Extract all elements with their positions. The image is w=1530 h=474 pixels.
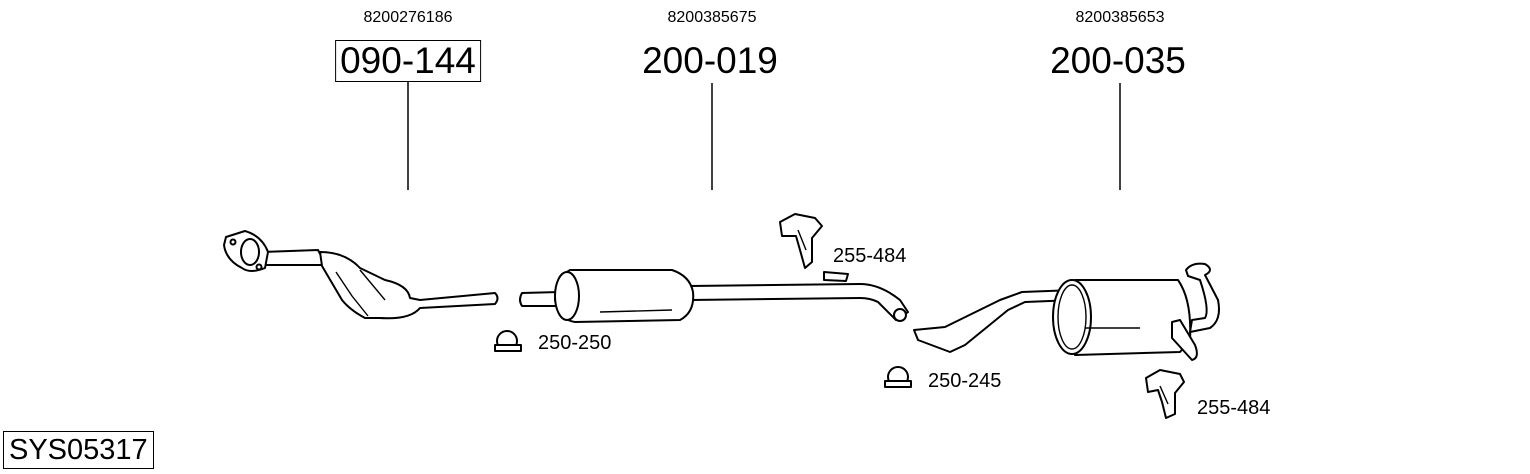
clamp-icon-1[interactable]	[494, 330, 522, 352]
hanger-label-1[interactable]: 255-484	[833, 245, 907, 267]
oe-number-rear-silencer: 8200385653	[1075, 9, 1165, 26]
middle-silencer-drawing[interactable]	[519, 269, 909, 323]
hanger-label-2[interactable]: 255-484	[1197, 397, 1271, 419]
rubber-hanger-icon-2[interactable]	[1145, 369, 1185, 419]
clamp-label-2[interactable]: 250-245	[928, 370, 1002, 392]
system-id: SYS05317	[3, 431, 154, 469]
oe-number-middle-silencer: 8200385675	[667, 9, 757, 26]
part-number-catalytic-converter[interactable]: 090-144	[335, 40, 481, 82]
part-number-middle-silencer[interactable]: 200-019	[642, 40, 778, 81]
rear-silencer-drawing[interactable]	[913, 262, 1220, 361]
catalytic-converter-drawing[interactable]	[223, 230, 499, 320]
rubber-hanger-icon-1[interactable]	[779, 213, 823, 269]
clamp-icon-2[interactable]	[884, 366, 912, 388]
part-number-rear-silencer[interactable]: 200-035	[1050, 40, 1186, 81]
oe-number-catalytic-converter: 8200276186	[363, 9, 453, 26]
clamp-label-1[interactable]: 250-250	[538, 332, 612, 354]
